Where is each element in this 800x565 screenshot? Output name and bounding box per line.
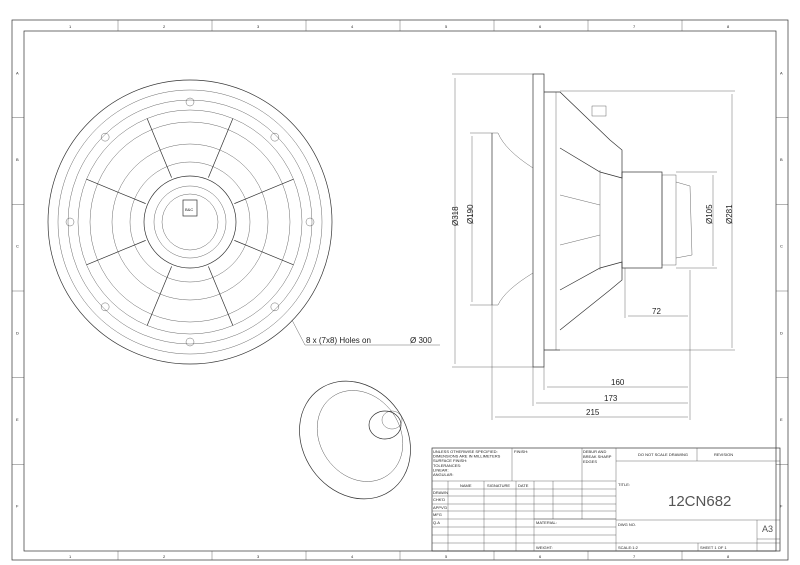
outer-frame <box>11 19 789 561</box>
grid-column-label: 5 <box>445 554 448 559</box>
mounting-hole <box>185 337 195 347</box>
grid-row-label: C <box>780 244 783 249</box>
general-note: DIMENSIONS ARE IN MILLIMETERS <box>433 454 501 459</box>
deburr-line-2: BREAK SHARP <box>583 454 612 459</box>
grid-column-label: 4 <box>351 554 354 559</box>
deburr-line-1: DEBUR AND <box>583 449 606 454</box>
general-note: LINEAR: <box>433 467 449 472</box>
mounting-hole <box>185 97 195 107</box>
col-signature: SIGNATURE <box>487 483 510 488</box>
sheet-size: A3 <box>762 524 773 534</box>
dim-d281: Ø281 <box>725 204 734 224</box>
drawing-title: 12CN682 <box>668 493 731 510</box>
finish-label: FINISH: <box>514 449 528 454</box>
grid-column-label: 8 <box>727 24 730 29</box>
grid-column-label: 4 <box>351 24 354 29</box>
isometric-view <box>299 380 411 500</box>
row-mfg: MFG <box>433 512 442 517</box>
logo-plate <box>182 199 198 217</box>
grid-column-label: 7 <box>633 24 636 29</box>
weight-label: WEIGHT: <box>536 545 553 550</box>
row-qa: Q.A <box>433 520 440 525</box>
grid-column-label: 3 <box>257 554 260 559</box>
revision-label: REVISION <box>714 452 733 457</box>
grid-column-label: 5 <box>445 24 448 29</box>
logo-text: B&C <box>185 207 193 212</box>
grid-row-label: F <box>780 504 783 509</box>
dim-173: 173 <box>604 394 618 403</box>
col-name: NAME <box>460 483 472 488</box>
dim-215: 215 <box>586 408 600 417</box>
dim-d190: Ø190 <box>466 204 475 224</box>
col-date: DATE <box>518 483 529 488</box>
grid-row-label: A <box>780 70 783 75</box>
dim-160: 160 <box>611 378 625 387</box>
grid-column-label: 3 <box>257 24 260 29</box>
hole-note: 8 x (7x8) Holes on <box>306 336 371 345</box>
grid-row-label: E <box>780 417 783 422</box>
grid-row-label: E <box>16 417 19 422</box>
front-view: B&C 8 x (7x8) Holes on Ø 300 <box>47 79 440 365</box>
grid-column-label: 8 <box>727 554 730 559</box>
general-note: TOLERANCES: <box>433 463 461 468</box>
inner-frame <box>23 30 777 552</box>
dim-d318: Ø318 <box>451 206 460 226</box>
grid-column-label: 6 <box>539 24 542 29</box>
mounting-hole <box>100 302 110 312</box>
grid-column-label: 2 <box>163 24 166 29</box>
general-note: ANGULAR: <box>433 472 453 477</box>
side-view: Ø318 Ø190 Ø105 Ø281 72 160 173 215 <box>451 73 735 420</box>
mounting-hole <box>100 132 110 142</box>
sheet-label: SHEET 1 OF 1 <box>700 545 727 550</box>
deburr-line-3: EDGES <box>583 459 597 464</box>
grid-column-label: 7 <box>633 554 636 559</box>
grid-row-label: A <box>16 70 19 75</box>
grid-row-label: D <box>16 330 19 335</box>
row-drawn: DRAWN <box>433 490 448 495</box>
grid-column-label: 6 <box>539 554 542 559</box>
grid-row-label: F <box>16 504 19 509</box>
mounting-hole <box>305 217 315 227</box>
do-not-scale: DO NOT SCALE DRAWING <box>638 452 688 457</box>
hole-circle-dim: Ø 300 <box>410 336 432 345</box>
grid-column-label: 1 <box>69 24 72 29</box>
general-note: SURFACE FINISH: <box>433 458 467 463</box>
grid-row-label: B <box>780 157 783 162</box>
mounting-hole <box>270 132 280 142</box>
dim-72: 72 <box>652 307 661 316</box>
grid-row-label: D <box>780 330 783 335</box>
dim-d105: Ø105 <box>705 204 714 224</box>
title-label: TITLE: <box>618 482 630 487</box>
scale-label: SCALE:1:2 <box>618 545 639 550</box>
grid-column-label: 1 <box>69 554 72 559</box>
row-chkd: CHK'D <box>433 497 445 502</box>
mounting-hole <box>65 217 75 227</box>
mounting-hole <box>270 302 280 312</box>
dwg-no-label: DWG NO. <box>618 522 636 527</box>
grid-row-label: C <box>16 244 19 249</box>
grid-row-label: B <box>16 157 19 162</box>
grid-column-label: 2 <box>163 554 166 559</box>
row-appvd: APPV'D <box>433 505 447 510</box>
general-note: UNLESS OTHERWISE SPECIFIED: <box>433 449 498 454</box>
title-block: UNLESS OTHERWISE SPECIFIED:DIMENSIONS AR… <box>431 447 781 552</box>
material-label: MATERIAL: <box>536 520 557 525</box>
